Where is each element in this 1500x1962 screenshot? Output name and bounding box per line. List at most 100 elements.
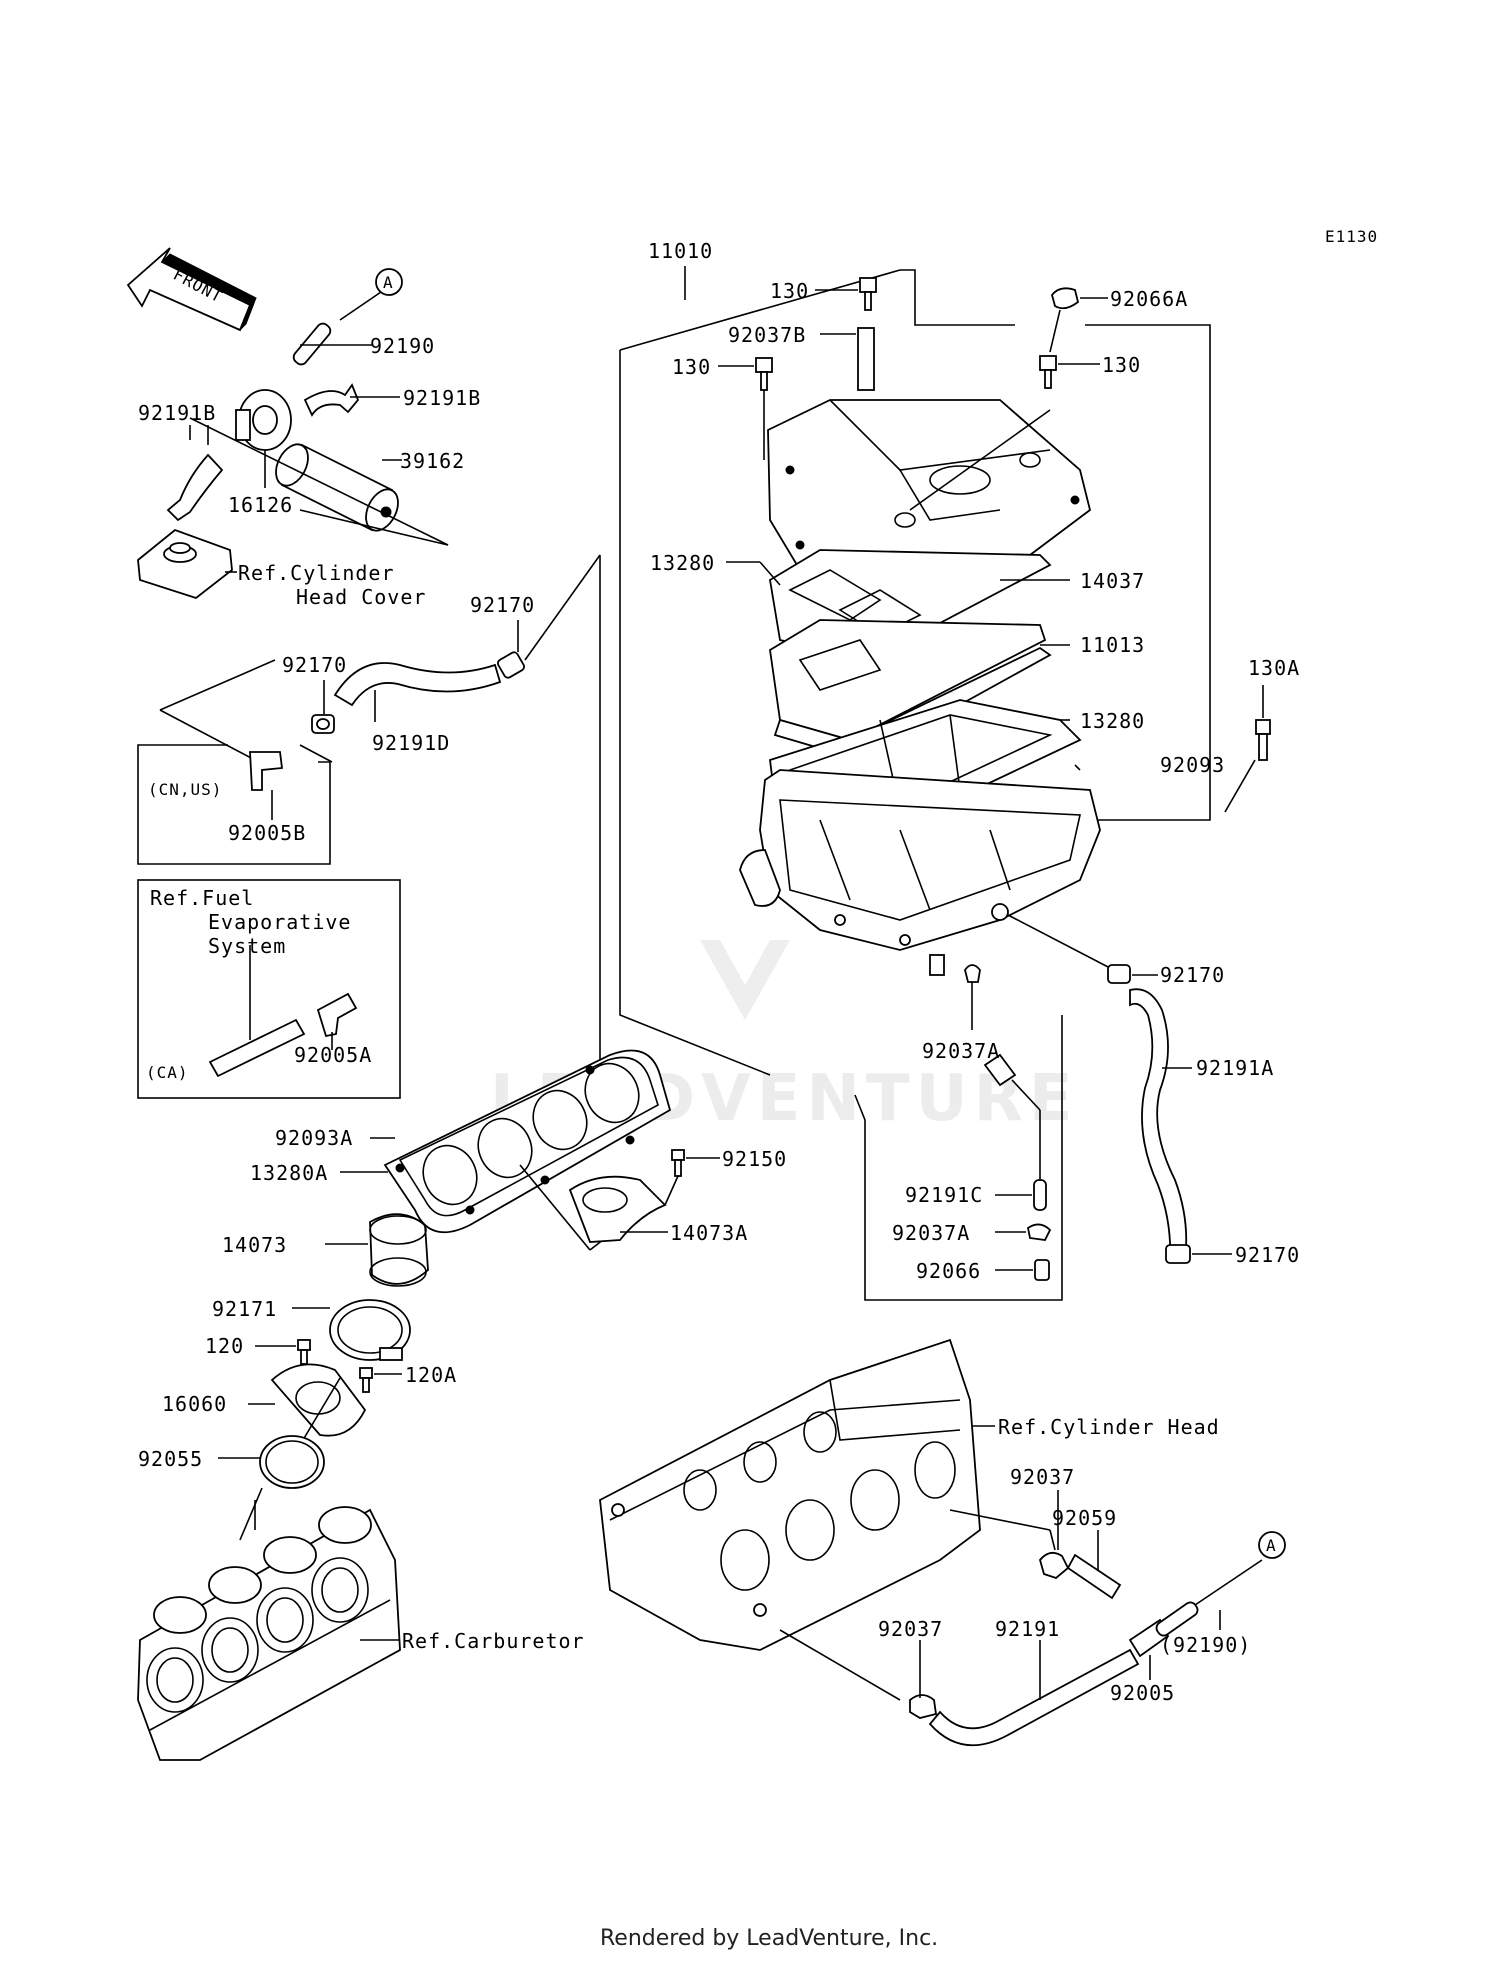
filter-layers (759, 549, 1082, 831)
part-92150-screw (674, 1159, 682, 1177)
airbox-spigot (929, 954, 945, 976)
part-evap-hose (208, 1018, 306, 1078)
callout-13280a: 13280A (250, 1161, 328, 1185)
right-hose-group (1007, 685, 1271, 1264)
callout-92191: 92191 (995, 1617, 1060, 1641)
airbox-lower (739, 769, 1101, 976)
part-130-bolt-right (1044, 369, 1052, 389)
part-92005b-fitting (249, 751, 284, 791)
part-120a-screw (362, 1377, 370, 1393)
part-92191d-hose (333, 662, 502, 707)
part-92066a-cap (1051, 287, 1080, 310)
callout-13280-top: 13280 (650, 551, 715, 575)
callout-92093: 92093 (1160, 753, 1225, 777)
part-92170-clamp-bottom (1165, 1244, 1191, 1264)
callout-130-left: 130 (672, 355, 711, 379)
bolts-top (718, 277, 1108, 460)
ref-cylinder-head: Ref.Cylinder Head (998, 1415, 1220, 1439)
part-130a-bolt (1258, 733, 1268, 761)
callout-92005a: 92005A (294, 1043, 372, 1067)
callout-130-top: 130 (770, 279, 809, 303)
ca-label: (CA) (146, 1063, 189, 1082)
part-92059-tube (1066, 1553, 1122, 1600)
callout-92037a-top: 92037A (922, 1039, 1000, 1063)
breather-parts (137, 322, 449, 600)
part-120-screw (300, 1349, 308, 1365)
callout-92170-left: 92170 (282, 653, 347, 677)
part-92191b-right (303, 383, 360, 417)
callout-92037b: 92037B (728, 323, 806, 347)
part-cyl-head-cover-fitting (137, 528, 233, 600)
part-92171-clamp (329, 1299, 411, 1361)
callout-13280-mid: 13280 (1080, 709, 1145, 733)
ref-fuel-line2: Evaporative (208, 910, 351, 934)
part-92191b-left (166, 453, 224, 522)
callout-92190: 92190 (370, 334, 435, 358)
part-14073-duct (369, 1213, 429, 1285)
callout-92037-left: 92037 (878, 1617, 943, 1641)
part-92190-tube (292, 322, 332, 366)
footer-credit: Rendered by LeadVenture, Inc. (600, 1926, 938, 1951)
callout-120a: 120A (405, 1363, 457, 1387)
airbox-drain-port (991, 903, 1009, 921)
airbox-cover (767, 399, 1092, 596)
part-130-bolt-top (864, 291, 872, 311)
cylinder-head (599, 1338, 1056, 1701)
callout-92191c: 92191C (905, 1183, 983, 1207)
ref-cyl-head-cover-line1: Ref.Cylinder (238, 561, 395, 585)
front-arrow-icon: FRONT (126, 247, 257, 332)
callout-39162: 39162 (400, 449, 465, 473)
funnel-group (568, 1149, 720, 1243)
intake-duct-group (218, 1213, 429, 1489)
part-92005a-fitting (316, 992, 358, 1038)
part-92170-clamp-right (1107, 964, 1131, 984)
callout-11010: 11010 (648, 239, 713, 263)
callout-14073a: 14073A (670, 1221, 748, 1245)
cn-us-box (137, 744, 331, 865)
part-92190-tube-low (1155, 1601, 1199, 1637)
ref-fuel-line1: Ref.Fuel (150, 886, 254, 910)
callout-92093a: 92093A (275, 1126, 353, 1150)
callout-92191b-left: 92191B (138, 401, 216, 425)
callout-92059: 92059 (1052, 1506, 1117, 1530)
connector-a-bottom: A (1258, 1531, 1286, 1559)
part-92191-hose (928, 1648, 1140, 1747)
callout-130-right: 130 (1102, 353, 1141, 377)
ref-carburetor: Ref.Carburetor (402, 1629, 585, 1653)
part-92055-oring (259, 1435, 325, 1489)
connector-a-top: A (339, 268, 403, 321)
callout-11013: 11013 (1080, 633, 1145, 657)
connector-a-bottom-label: A (1266, 1536, 1277, 1555)
callout-120: 120 (205, 1334, 244, 1358)
lower-hose-group (909, 1490, 1263, 1747)
carburetor-assembly (137, 1487, 401, 1761)
part-92037b-dowel (857, 327, 875, 391)
callout-92005: 92005 (1110, 1681, 1175, 1705)
callout-16126: 16126 (228, 493, 293, 517)
drain-tube-group (964, 964, 1052, 1281)
ref-cyl-head-cover-line2: Head Cover (296, 585, 426, 609)
part-92066-plug (1034, 1259, 1050, 1281)
part-92170-clamp-upper (497, 651, 525, 679)
callout-92005b: 92005B (228, 821, 306, 845)
hose-92191d-group (159, 554, 601, 1120)
part-92093a-gasket (398, 1056, 659, 1217)
part-drain-tube-top (983, 1053, 1017, 1087)
callout-16060: 16060 (162, 1392, 227, 1416)
part-92037a-clip-top (964, 964, 981, 983)
callout-92190-paren: (92190) (1160, 1633, 1251, 1657)
part-92037a-clip-low (1026, 1223, 1052, 1241)
fuel-evap-box (137, 879, 401, 1099)
callout-92191a: 92191A (1196, 1056, 1274, 1080)
callout-14073: 14073 (222, 1233, 287, 1257)
callout-92170-bottom: 92170 (1235, 1243, 1300, 1267)
callout-92170-upper: 92170 (470, 593, 535, 617)
part-92037-clamp-right (1039, 1551, 1070, 1580)
callout-92171: 92171 (212, 1297, 277, 1321)
part-92191c-tube (1033, 1179, 1047, 1211)
part-39162-filter (275, 443, 399, 532)
cn-us-label: (CN,US) (148, 780, 222, 799)
part-130-bolt-left (760, 371, 768, 391)
callout-92055: 92055 (138, 1447, 203, 1471)
